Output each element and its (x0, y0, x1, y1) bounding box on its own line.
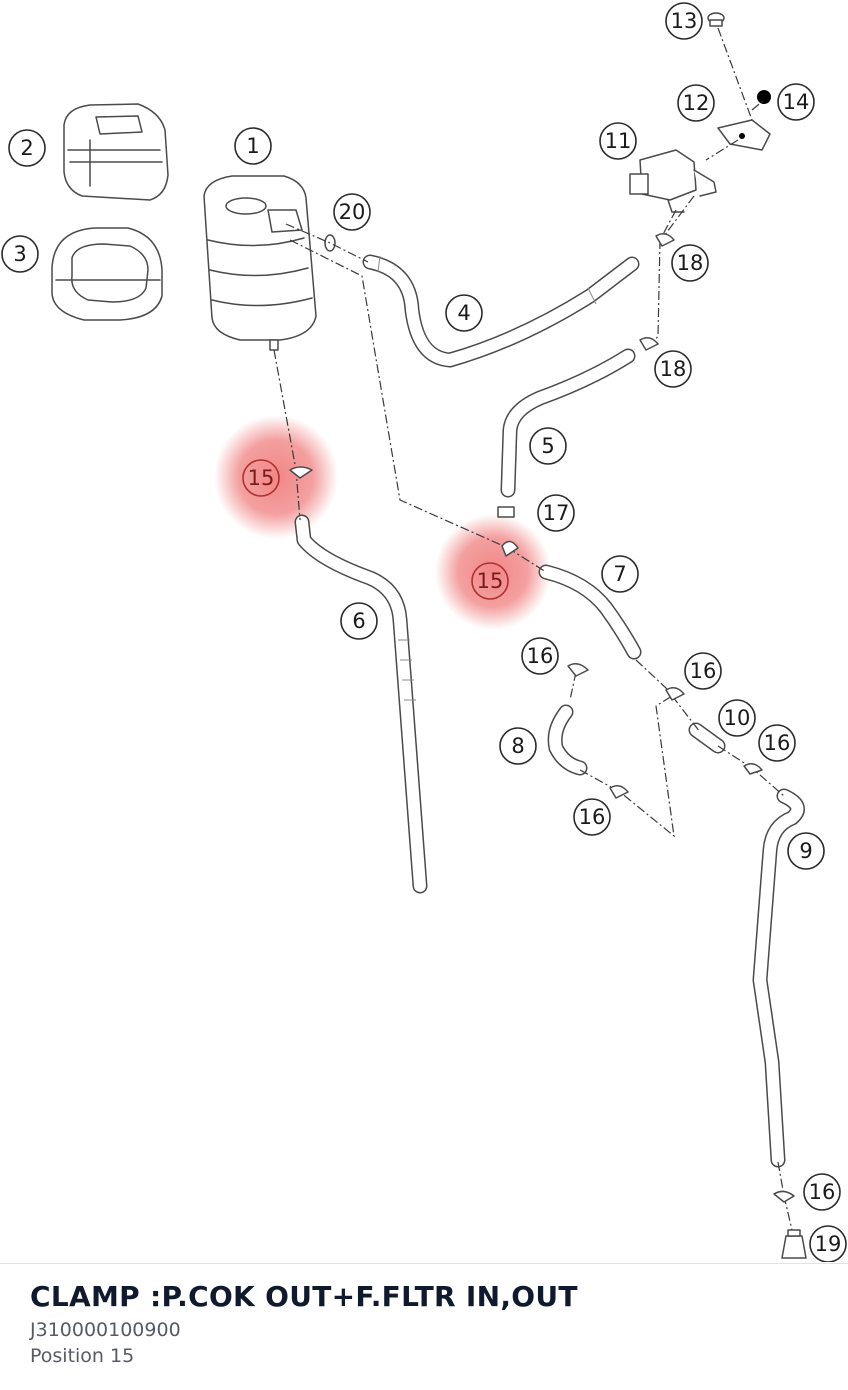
callout-13[interactable]: 13 (665, 2, 703, 40)
svg-text:16: 16 (809, 1180, 836, 1204)
callout-12[interactable]: 12 (677, 84, 715, 122)
svg-text:1: 1 (246, 134, 259, 158)
part-6-hose[interactable] (294, 514, 428, 894)
callout-15-upper[interactable]: 15 (242, 459, 280, 497)
svg-text:3: 3 (13, 242, 26, 266)
svg-text:19: 19 (815, 1232, 842, 1256)
part-position: Position 15 (30, 1345, 135, 1367)
svg-text:16: 16 (690, 659, 717, 683)
svg-text:4: 4 (457, 301, 470, 325)
clamp-15-lower[interactable] (501, 540, 519, 557)
callout-11[interactable]: 11 (599, 122, 637, 160)
svg-text:8: 8 (511, 734, 524, 758)
part-13-bolt[interactable] (707, 12, 725, 27)
callout-16-d[interactable]: 16 (573, 798, 611, 836)
callout-18-a[interactable]: 18 (671, 244, 709, 282)
svg-text:18: 18 (677, 251, 704, 275)
leader-lines (273, 27, 793, 1231)
svg-text:7: 7 (613, 562, 626, 586)
callout-1[interactable]: 1 (234, 127, 272, 165)
svg-text:2: 2 (20, 136, 33, 160)
callout-5[interactable]: 5 (529, 427, 567, 465)
svg-text:20: 20 (339, 200, 366, 224)
callout-16-c[interactable]: 16 (758, 724, 796, 762)
callout-8[interactable]: 8 (499, 727, 537, 765)
svg-text:13: 13 (671, 9, 698, 33)
svg-text:15: 15 (248, 466, 275, 490)
part-17-cap[interactable] (497, 506, 515, 518)
part-2-canister-cover[interactable] (63, 103, 169, 201)
callout-16-b[interactable]: 16 (684, 652, 722, 690)
part-3-canister-bracket[interactable] (51, 227, 163, 321)
part-info-panel: CLAMP :P.COK OUT+F.FLTR IN,OUT J31000010… (0, 1263, 848, 1390)
part-9-hose[interactable] (752, 788, 805, 1168)
part-12-valve-bracket[interactable] (717, 119, 771, 151)
svg-text:15: 15 (477, 569, 504, 593)
svg-text:16: 16 (527, 644, 554, 668)
svg-text:5: 5 (541, 434, 554, 458)
part-7-hose[interactable] (538, 564, 642, 660)
part-19-fitting[interactable] (781, 1229, 807, 1259)
part-10-hose[interactable] (688, 722, 726, 754)
part-14-nut[interactable] (757, 90, 771, 104)
part-4-hose[interactable] (362, 254, 640, 368)
part-11-purge-valve[interactable] (629, 149, 717, 213)
svg-text:16: 16 (579, 805, 606, 829)
callout-10[interactable]: 10 (718, 699, 756, 737)
svg-text:12: 12 (683, 91, 710, 115)
callout-7[interactable]: 7 (601, 555, 639, 593)
svg-text:14: 14 (783, 90, 810, 114)
callout-19[interactable]: 19 (809, 1225, 847, 1262)
svg-text:9: 9 (799, 839, 812, 863)
svg-text:11: 11 (605, 129, 632, 153)
svg-text:17: 17 (543, 501, 570, 525)
parts-diagram: 1 2 3 4 5 6 7 8 9 10 11 12 13 14 15 15 1… (1, 2, 847, 1262)
clamp-15-upper[interactable] (289, 466, 313, 479)
highlight-glow (214, 415, 338, 539)
part-number: J310000100900 (30, 1319, 181, 1341)
part-1-canister[interactable] (203, 175, 317, 351)
callout-16-e[interactable]: 16 (803, 1173, 841, 1211)
callout-15-lower[interactable]: 15 (471, 562, 509, 600)
clamp-16[interactable] (567, 663, 795, 1203)
callout-18-b[interactable]: 18 (654, 350, 692, 388)
clamp-18[interactable] (639, 233, 675, 351)
callout-14[interactable]: 14 (777, 83, 815, 121)
svg-text:18: 18 (660, 357, 687, 381)
part-8-hose[interactable] (547, 704, 588, 776)
part-title: CLAMP :P.COK OUT+F.FLTR IN,OUT (30, 1280, 578, 1313)
callout-4[interactable]: 4 (445, 294, 483, 332)
callout-20[interactable]: 20 (333, 193, 371, 231)
svg-text:16: 16 (764, 731, 791, 755)
part-5-hose[interactable] (500, 348, 636, 498)
svg-text:6: 6 (352, 609, 365, 633)
callout-6[interactable]: 6 (340, 602, 378, 640)
callout-17[interactable]: 17 (537, 494, 575, 532)
highlight-glow (435, 514, 551, 630)
svg-text:10: 10 (724, 706, 751, 730)
callout-2[interactable]: 2 (8, 129, 46, 167)
callout-9[interactable]: 9 (787, 832, 825, 870)
callout-3[interactable]: 3 (1, 235, 39, 273)
callout-16-a[interactable]: 16 (521, 637, 559, 675)
